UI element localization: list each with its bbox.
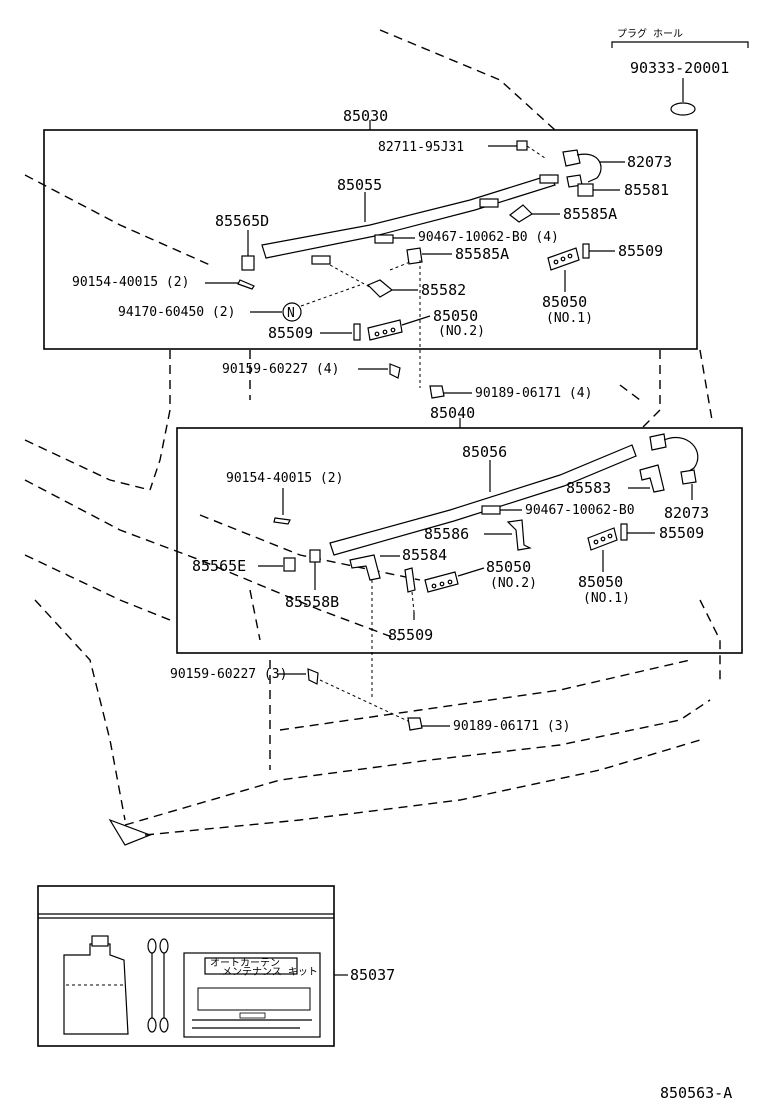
screw-90159-upper	[389, 363, 401, 379]
plug-hole-group: プラグ ホール 90333-20001	[611, 27, 749, 116]
nut-90189-lower	[407, 717, 423, 731]
end-cap-85565D	[241, 255, 255, 271]
part-label-85565D: 85565D	[215, 212, 269, 230]
part-label-90159-lower: 90159-60227 (3)	[170, 667, 287, 682]
bracket-85584	[349, 554, 381, 581]
bracket-85586	[506, 519, 532, 551]
bracket-85583	[639, 464, 665, 493]
curtain-rail-85055: 85055	[261, 174, 556, 259]
kit-label-line2: メンテナンス キット	[222, 966, 318, 978]
runner-85050-no1-lower	[587, 527, 618, 551]
runner-85050-no2-upper	[367, 319, 403, 341]
clip-85558B	[309, 549, 321, 563]
part-note-85050-no1-lower: (NO.1)	[583, 591, 630, 606]
part-label-90154-upper: 90154-40015 (2)	[72, 275, 189, 290]
part-note-85050-no2-lower: (NO.2)	[490, 576, 537, 591]
diagram-code: 850563-A	[660, 1084, 732, 1102]
part-label-85565E: 85565E	[192, 557, 246, 575]
carrier-upper-4	[311, 255, 331, 265]
part-label-85056: 85056	[462, 443, 507, 461]
kit-label-line1: オートカーテン	[210, 957, 280, 969]
part-label-85586: 85586	[424, 525, 469, 543]
part-label-85509-upper-right: 85509	[618, 242, 663, 260]
part-label-85509-upper-left: 85509	[268, 324, 313, 342]
screw-90154-upper	[237, 279, 255, 290]
screw-90159-lower	[307, 668, 319, 685]
part-label-85558B: 85558B	[285, 593, 339, 611]
carrier-lower-1	[481, 505, 501, 515]
part-label-85509-lower-left: 85509	[388, 626, 433, 644]
bracket-85581	[577, 183, 594, 197]
stopper-85509-lower-left	[404, 567, 416, 593]
part-label-85050-no2-upper: 85050	[433, 307, 478, 325]
part-label-85581: 85581	[624, 181, 669, 199]
part-label-85040: 85040	[430, 404, 475, 422]
part-label-90154-lower: 90154-40015 (2)	[226, 471, 343, 486]
motor-82073-upper	[562, 149, 602, 188]
bracket-85585A-middle	[406, 247, 423, 265]
part-label-85037: 85037	[350, 966, 395, 984]
nut-94170	[282, 302, 302, 322]
part-label-90467-lower: 90467-10062-B0	[525, 503, 635, 518]
part-label-85584: 85584	[402, 546, 447, 564]
fluid-bottle-icon	[63, 943, 129, 1035]
curtain-rail-85056: 85056	[329, 443, 637, 556]
motor-82073-lower	[649, 433, 699, 485]
cap-82711	[516, 140, 528, 151]
part-label-85050-no1-lower: 85050	[578, 573, 623, 591]
stopper-85509-lower-right	[620, 523, 628, 541]
part-label-82073-upper: 82073	[627, 153, 672, 171]
part-label-85583: 85583	[566, 479, 611, 497]
stopper-85509-upper-left	[353, 323, 361, 341]
bracket-85585A-upper	[509, 204, 533, 223]
part-label-85585A-middle: 85585A	[455, 245, 509, 263]
part-label-90189-lower: 90189-06171 (3)	[453, 719, 570, 734]
part-label-85055: 85055	[337, 176, 382, 194]
bracket-85582	[366, 279, 394, 298]
part-label-85050-no1-upper: 85050	[542, 293, 587, 311]
part-label-90333-20001: 90333-20001	[630, 59, 729, 77]
plug-hole-cap	[670, 102, 696, 116]
part-label-85585A-upper: 85585A	[563, 205, 617, 223]
part-label-90159-upper: 90159-60227 (4)	[222, 362, 339, 377]
part-label-85050-no2-lower: 85050	[486, 558, 531, 576]
nut-90189-upper	[429, 385, 445, 399]
part-label-90189-upper: 90189-06171 (4)	[475, 386, 592, 401]
part-label-85582: 85582	[421, 281, 466, 299]
runner-85050-no1-upper	[547, 247, 580, 271]
part-label-94170: 94170-60450 (2)	[118, 305, 235, 320]
stopper-85509-upper-right	[582, 243, 590, 259]
part-note-85050-no2-upper: (NO.2)	[438, 324, 485, 339]
vehicle-body-outline	[24, 29, 721, 846]
runner-85050-no2-lower	[424, 571, 459, 593]
maintenance-kit-85037: オートカーテン メンテナンス キット	[37, 885, 335, 1047]
end-cap-85565E	[283, 557, 296, 572]
nut-mark-N: N	[287, 306, 295, 321]
screw-90154-lower	[273, 517, 291, 525]
part-label-82711-95J31: 82711-95J31	[378, 140, 464, 155]
part-label-82073-lower: 82073	[664, 504, 709, 522]
plug-hole-label: プラグ ホール	[617, 27, 683, 40]
part-label-85030: 85030	[343, 107, 388, 125]
cotton-swab-icon	[147, 938, 169, 1033]
carrier-upper-1	[539, 174, 559, 184]
carrier-upper-3	[374, 234, 394, 244]
part-label-85509-lower-right: 85509	[659, 524, 704, 542]
part-label-90467-upper: 90467-10062-B0 (4)	[418, 230, 559, 245]
carrier-upper-2	[479, 198, 499, 208]
part-note-85050-no1-upper: (NO.1)	[546, 311, 593, 326]
